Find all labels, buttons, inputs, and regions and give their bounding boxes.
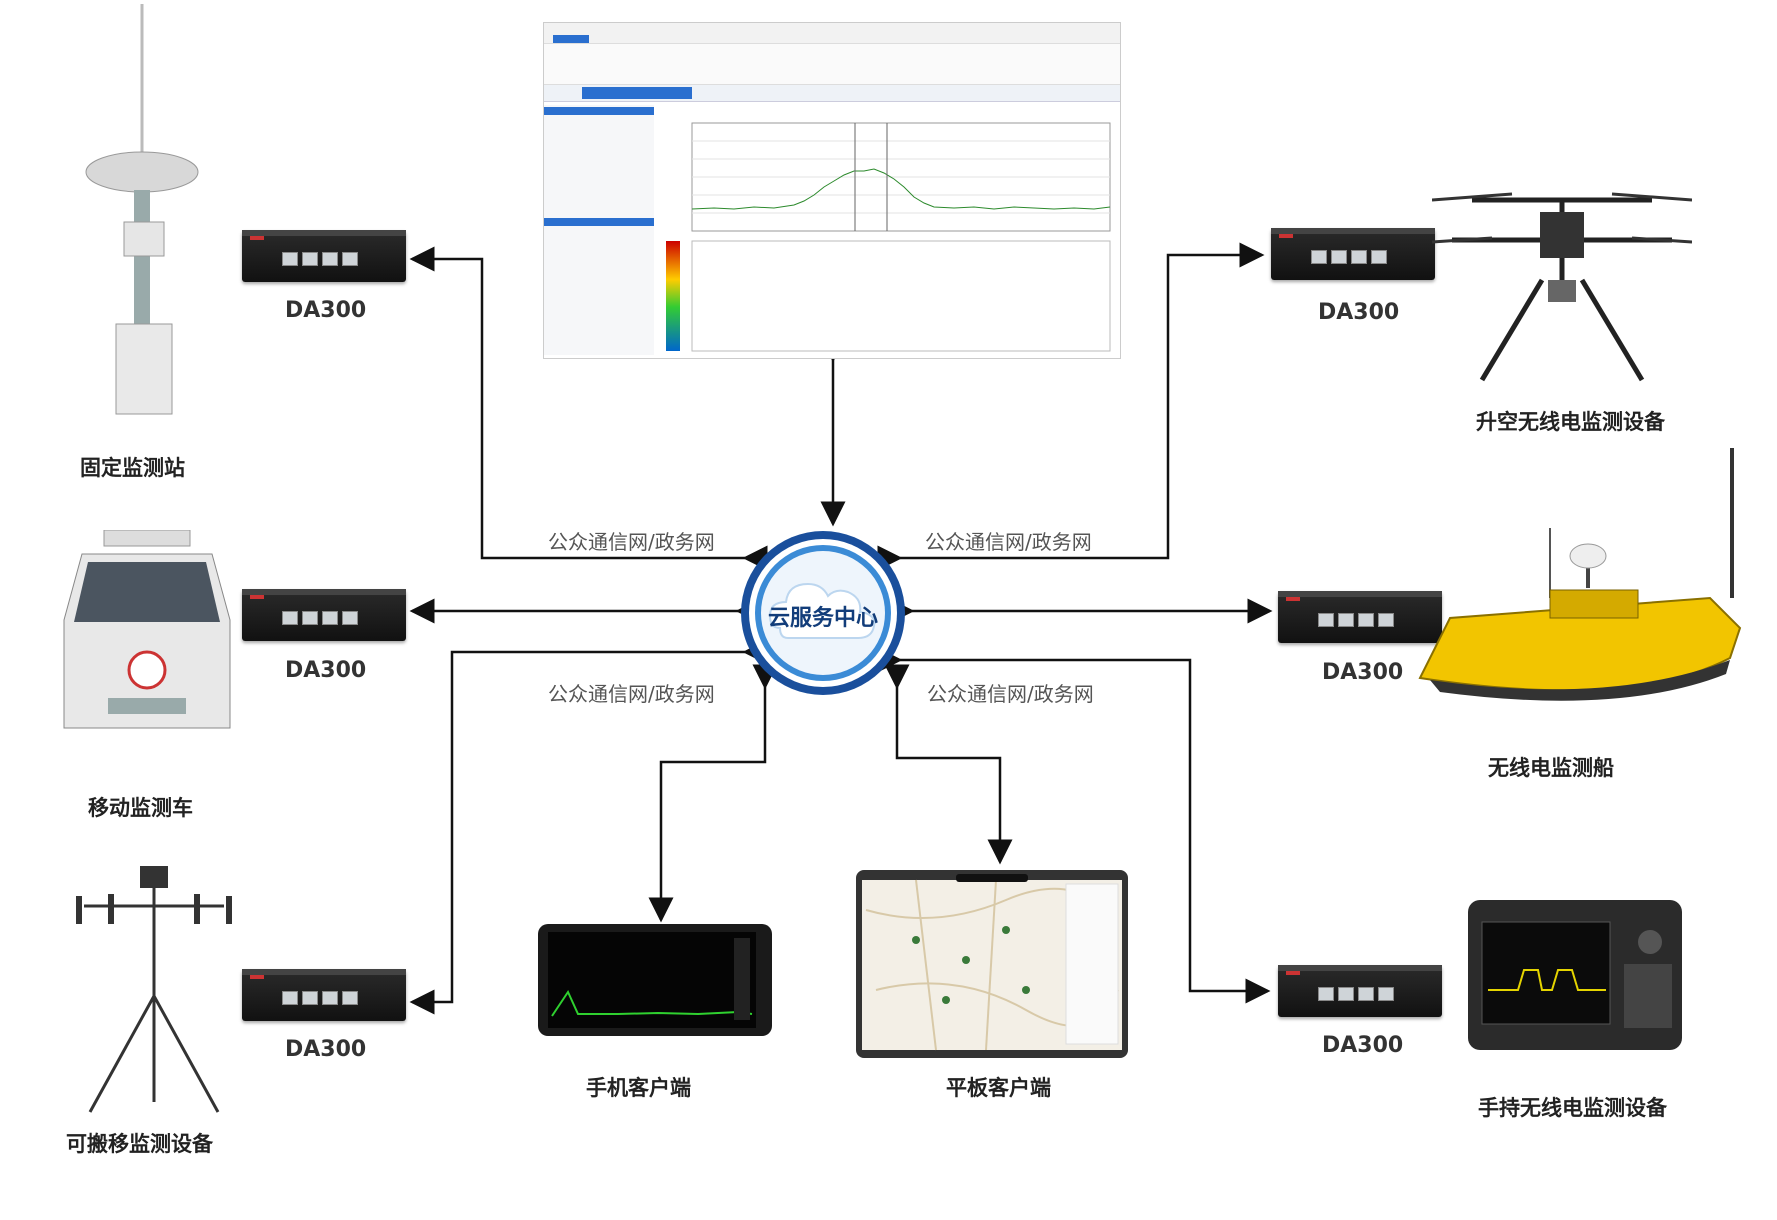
monitoring-ship-label: 无线电监测船 bbox=[1488, 756, 1614, 780]
fixed-station-image bbox=[85, 4, 199, 415]
da300-router-left-top bbox=[242, 230, 406, 282]
da300-label-right-bottom: DA300 bbox=[1322, 1033, 1404, 1058]
network-label-bottom-left: 公众通信网/政务网 bbox=[548, 682, 715, 706]
monitoring-ship-image bbox=[1418, 448, 1742, 701]
tablet-client-label: 平板客户端 bbox=[946, 1076, 1051, 1100]
da300-router-left-middle bbox=[242, 589, 406, 641]
portable-device-label: 可搬移监测设备 bbox=[66, 1132, 213, 1156]
cloud-service-center: 云服务中心 bbox=[738, 528, 908, 698]
mobile-vehicle-image bbox=[63, 530, 231, 729]
da300-router-left-bottom bbox=[242, 969, 406, 1021]
da300-router-right-top bbox=[1271, 228, 1435, 280]
network-label-bottom-right: 公众通信网/政务网 bbox=[927, 682, 1094, 706]
mobile-vehicle-label: 移动监测车 bbox=[88, 796, 193, 820]
center-label: 云服务中心 bbox=[767, 606, 878, 631]
fixed-station-label: 固定监测站 bbox=[80, 456, 185, 480]
network-label-top-right: 公众通信网/政务网 bbox=[925, 530, 1092, 554]
da300-label-right-top: DA300 bbox=[1318, 300, 1400, 325]
cloud-icon bbox=[741, 531, 905, 695]
da300-label-left-bottom: DA300 bbox=[285, 1037, 367, 1062]
da300-label-right-middle: DA300 bbox=[1322, 660, 1404, 685]
tablet-client-image bbox=[856, 870, 1128, 1058]
handheld-device-image bbox=[1468, 900, 1682, 1050]
monitoring-software-screenshot bbox=[543, 22, 1121, 359]
phone-client-image bbox=[538, 924, 772, 1036]
spectrum-chart bbox=[654, 105, 1120, 355]
da300-label-left-middle: DA300 bbox=[285, 658, 367, 683]
phone-client-label: 手机客户端 bbox=[586, 1076, 691, 1100]
da300-router-right-middle bbox=[1278, 591, 1442, 643]
network-label-top-left: 公众通信网/政务网 bbox=[548, 530, 715, 554]
da300-label-left-top: DA300 bbox=[285, 298, 367, 323]
da300-router-right-bottom bbox=[1278, 965, 1442, 1017]
aerial-device-label: 升空无线电监测设备 bbox=[1476, 410, 1665, 434]
aerial-drone-image bbox=[1432, 192, 1692, 382]
portable-device-image bbox=[76, 866, 232, 1113]
handheld-device-label: 手持无线电监测设备 bbox=[1478, 1096, 1667, 1120]
